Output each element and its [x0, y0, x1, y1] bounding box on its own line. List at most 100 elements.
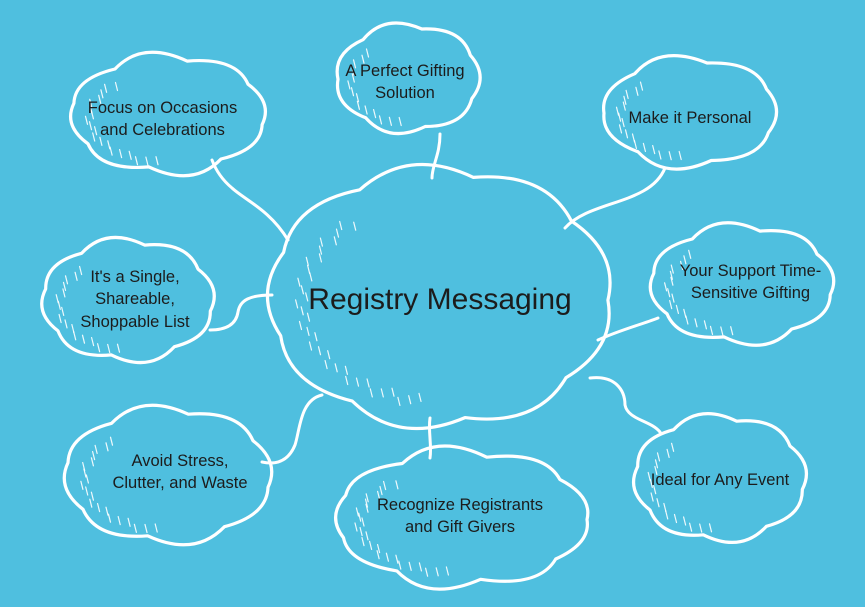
cloud-make-personal-outline — [602, 54, 779, 171]
sketch-stroke — [58, 313, 62, 324]
cloud-ideal-any-event-outline — [632, 412, 808, 544]
sketch-stroke — [358, 512, 362, 522]
sketch-stroke — [105, 506, 109, 516]
sketch-stroke — [364, 105, 368, 115]
sketch-stroke — [373, 108, 377, 119]
sketch-stroke — [379, 485, 383, 496]
node-line: Solution — [375, 84, 435, 103]
sketch-stroke — [377, 543, 381, 554]
sketch-stroke — [361, 517, 365, 527]
sketch-stroke — [395, 480, 399, 490]
cloud-ideal-any-event — [632, 412, 808, 544]
sketch-stroke — [344, 365, 348, 375]
connector-shareable-list — [208, 293, 274, 332]
sketch-stroke — [308, 341, 313, 351]
sketch-stroke — [347, 80, 351, 90]
cloud-support-time-sensitive — [648, 221, 836, 347]
node-line: Make it Personal — [628, 109, 752, 127]
sketch-stroke — [683, 255, 687, 265]
cloud-shareable-list — [40, 235, 216, 365]
sketch-stroke — [300, 306, 304, 316]
sketch-stroke — [324, 360, 328, 370]
sketch-stroke — [107, 513, 112, 523]
sketch-stroke — [306, 312, 311, 322]
sketch-stroke — [85, 474, 90, 484]
cloud-make-personal — [602, 54, 779, 171]
sketch-stroke — [127, 517, 131, 527]
sketch-stroke — [364, 498, 369, 508]
sketch-stroke — [408, 395, 412, 405]
sketch-stroke — [98, 94, 102, 104]
cloud-recognize-registrants — [334, 444, 590, 591]
sketch-stroke — [395, 554, 399, 564]
sketch-stroke — [669, 300, 673, 310]
sketch-stroke — [708, 523, 713, 533]
sketch-stroke — [380, 388, 384, 398]
sketch-stroke — [89, 498, 93, 508]
connector-ideal-any-event — [588, 376, 662, 434]
connector-focus-occasions — [210, 158, 290, 242]
node-label-perfect-gifting: A Perfect Gifting Solution — [330, 60, 480, 105]
node-line: A Perfect Gifting — [345, 62, 465, 80]
sketch-stroke — [385, 552, 389, 562]
sketch-stroke — [351, 73, 355, 83]
node-line: Clutter, and Waste — [112, 474, 248, 493]
sketch-stroke — [361, 536, 365, 547]
sketch-stroke — [64, 275, 69, 285]
sketch-stroke — [658, 150, 662, 160]
sketch-stroke — [327, 350, 331, 360]
sketch-stroke — [128, 150, 132, 160]
cloud-avoid-stress — [62, 403, 274, 547]
sketch-stroke — [445, 566, 449, 576]
sketch-stroke — [365, 493, 369, 503]
sketch-stroke — [673, 513, 678, 524]
sketch-stroke — [134, 156, 139, 166]
sketch-stroke — [307, 264, 311, 274]
sketch-stroke — [309, 272, 313, 282]
sketch-stroke — [730, 326, 734, 336]
connector-make-personal — [563, 166, 667, 230]
sketch-stroke — [350, 87, 355, 97]
sketch-stroke — [624, 129, 629, 139]
sketch-stroke — [709, 325, 714, 335]
sketch-stroke — [670, 264, 674, 274]
sketch-stroke — [116, 343, 121, 353]
sketch-stroke — [306, 326, 310, 336]
sketch-stroke — [361, 54, 365, 64]
node-label-shareable-list: It's a Single, Shareable, Shoppable List — [50, 266, 220, 333]
sketch-stroke — [699, 523, 703, 533]
sketch-stroke — [117, 515, 121, 526]
sketch-stroke — [62, 281, 67, 291]
sketch-stroke — [359, 526, 363, 537]
sketch-stroke — [89, 98, 93, 108]
sketch-stroke — [118, 149, 123, 159]
sketch-stroke — [652, 145, 656, 155]
node-line: Sensitive Gifting — [690, 284, 811, 303]
sketch-stroke — [133, 523, 137, 533]
center-cloud — [265, 162, 612, 431]
sketch-stroke — [639, 81, 644, 91]
sketch-stroke — [669, 270, 674, 280]
sketch-stroke — [618, 124, 623, 134]
clouds — [40, 21, 836, 591]
node-line: Shoppable List — [80, 312, 190, 331]
sketch-stroke — [295, 299, 299, 309]
sketch-stroke — [100, 89, 104, 99]
sketch-stroke — [351, 66, 355, 76]
cloud-perfect-gifting-outline — [335, 21, 482, 136]
sketch-stroke — [435, 567, 439, 577]
connector-perfect-gifting — [430, 132, 442, 180]
sketch-stroke — [653, 485, 657, 495]
sketch-stroke — [688, 249, 692, 259]
sketch-stroke — [621, 117, 625, 128]
sketch-stroke — [317, 346, 322, 356]
sketch-stroke — [694, 318, 698, 328]
sketch-stroke — [103, 83, 108, 93]
sketch-stroke — [335, 228, 340, 238]
sketch-stroke — [298, 320, 303, 331]
sketch-stroke — [720, 326, 724, 336]
node-label-make-personal: Make it Personal — [600, 107, 780, 129]
sketch-stroke — [61, 306, 65, 316]
sketch-stroke — [635, 86, 639, 96]
node-label-support-time-sensitive: Your Support Time- Sensitive Gifting — [663, 260, 838, 305]
